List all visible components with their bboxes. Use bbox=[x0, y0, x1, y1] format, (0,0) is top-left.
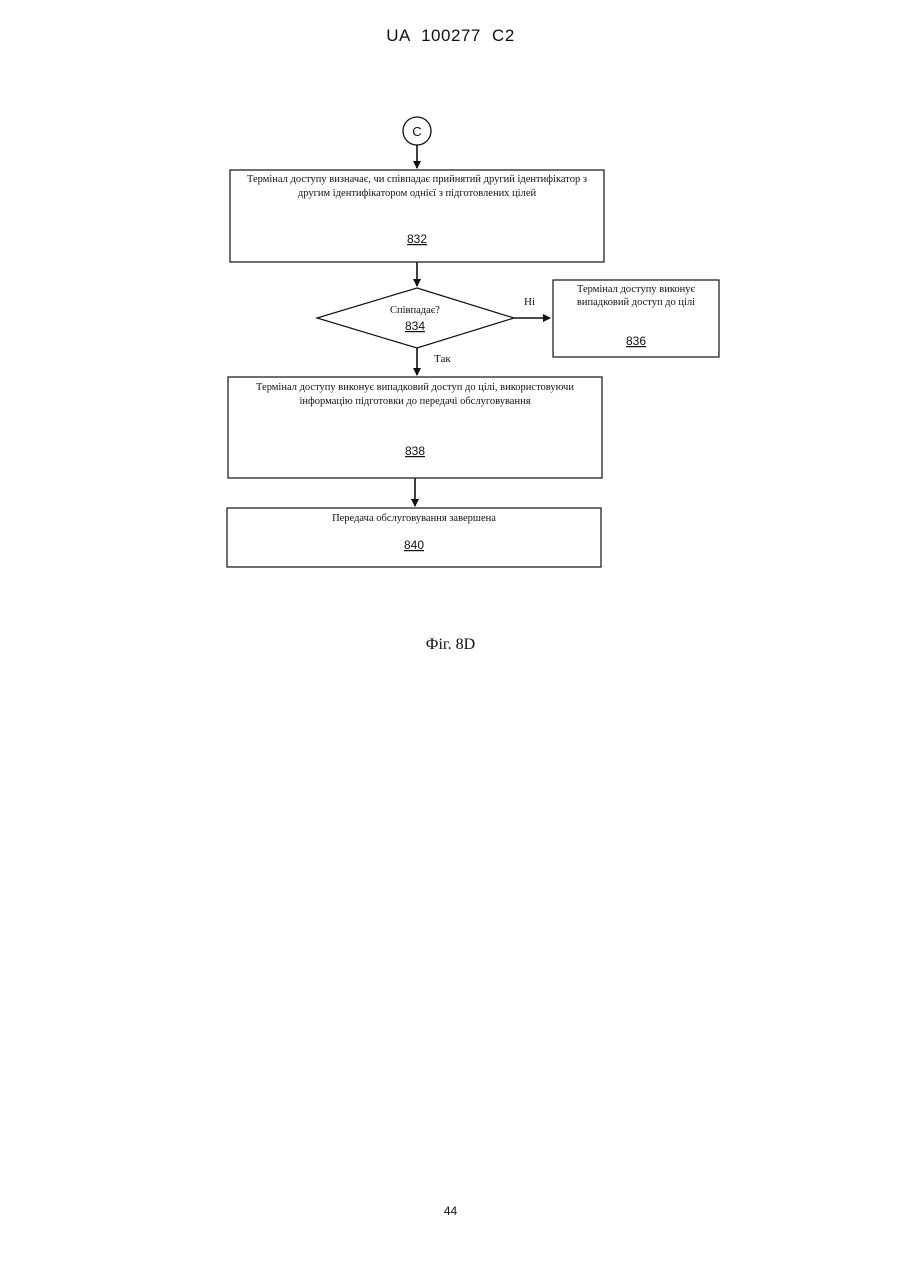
box-840-ref: 840 bbox=[404, 538, 424, 552]
page-number: 44 bbox=[0, 1204, 901, 1218]
box-838-ref: 838 bbox=[405, 444, 425, 458]
box-832-ref: 832 bbox=[407, 232, 427, 246]
figure-caption: Фіг. 8D bbox=[0, 636, 901, 654]
flowchart: C Термінал доступу визначає, чи співпада… bbox=[0, 0, 901, 620]
box-832: Термінал доступу визначає, чи співпадає … bbox=[230, 170, 604, 262]
connector-label: C bbox=[412, 124, 421, 139]
box-836: Термінал доступу виконує випадковий дост… bbox=[553, 280, 719, 357]
connector-c: C bbox=[403, 117, 431, 145]
box-836-line2: випадковий доступ до цілі bbox=[577, 297, 695, 308]
box-838-line1: Термінал доступу виконує випадковий дост… bbox=[256, 382, 574, 393]
box-836-ref: 836 bbox=[626, 334, 646, 348]
edge-label-no: Ні bbox=[524, 296, 535, 308]
decision-834: Співпадає? 834 bbox=[317, 288, 514, 348]
box-832-line2: другим ідентифікатором однієї з підготов… bbox=[298, 188, 537, 199]
box-840: Передача обслуговування завершена 840 bbox=[227, 508, 601, 567]
box-838: Термінал доступу виконує випадковий дост… bbox=[228, 377, 602, 478]
box-832-line1: Термінал доступу визначає, чи співпадає … bbox=[247, 174, 587, 185]
box-838-line2: інформацію підготовки до передачі обслуг… bbox=[299, 396, 530, 407]
decision-834-ref: 834 bbox=[405, 319, 425, 333]
edge-label-yes: Так bbox=[434, 353, 451, 365]
box-840-line1: Передача обслуговування завершена bbox=[332, 513, 496, 524]
decision-834-question: Співпадає? bbox=[390, 305, 440, 316]
box-836-line1: Термінал доступу виконує bbox=[577, 284, 696, 295]
